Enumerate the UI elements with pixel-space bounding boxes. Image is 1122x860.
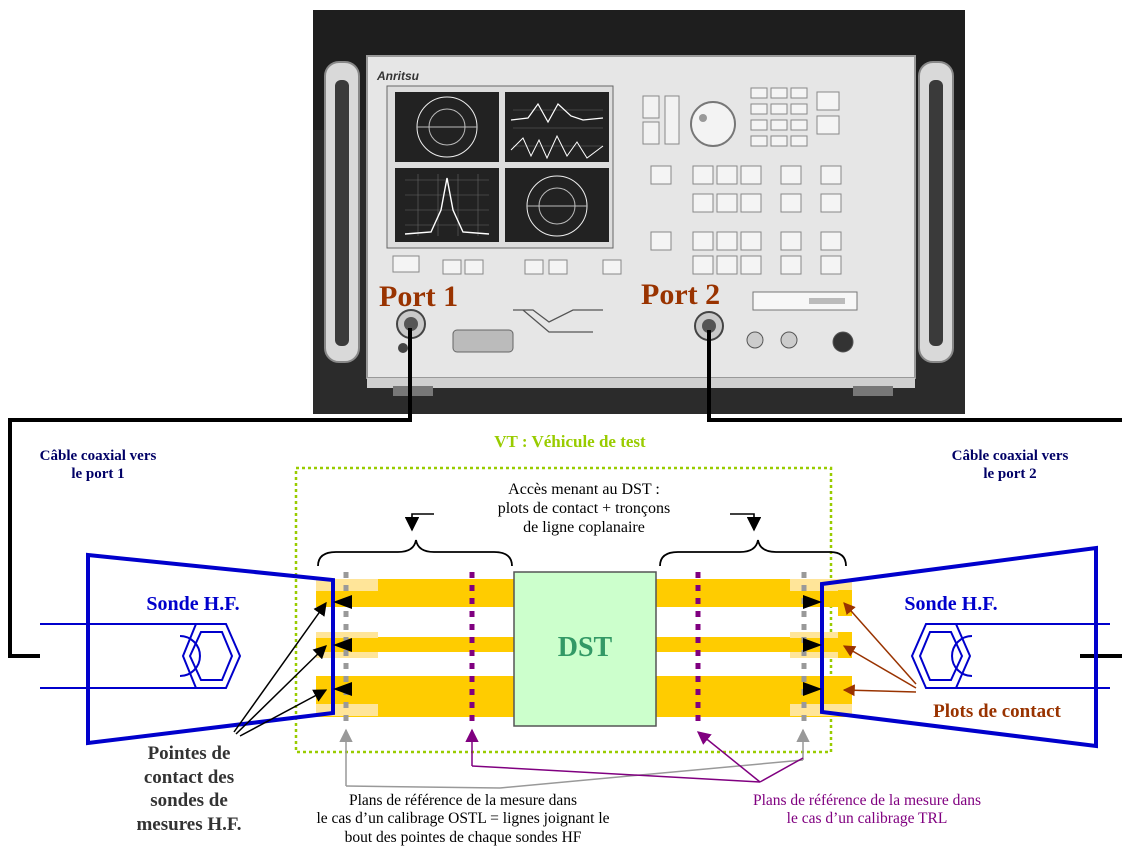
trl-label: Plans de référence de la mesure dans le …	[712, 792, 1022, 829]
tips-line-4: mesures H.F.	[136, 813, 242, 835]
probe-left-body	[86, 552, 335, 746]
port-1-label: Port 1	[379, 280, 458, 313]
ostl-label: Plans de référence de la mesure dans le …	[268, 792, 658, 847]
cable-left-line-2: le port 1	[71, 465, 125, 482]
probe-left-label: Sonde H.F.	[146, 593, 240, 615]
contact-pads-label: Plots de contact	[933, 701, 1061, 722]
coax-cable-left	[8, 328, 412, 658]
access-line-2: plots de contact + tronçons	[497, 499, 671, 517]
pad-pointers	[842, 602, 917, 697]
probe-right-label: Sonde H.F.	[904, 593, 998, 615]
probe-left-connector	[40, 623, 242, 689]
vna-photo: Anritsu Port 1 Port 2	[313, 10, 965, 414]
ostl-line-2: le cas d’un calibrage OSTL = lignes joig…	[316, 810, 610, 828]
access-arrow-right	[730, 513, 762, 532]
access-line-3: de ligne coplanaire	[523, 518, 645, 536]
cable-right-line-1: Câble coaxial vers	[951, 448, 1069, 464]
probe-right-body	[820, 545, 1098, 749]
ostl-pointers	[339, 728, 810, 789]
access-label: Accès menant au DST : plots de contact +…	[464, 481, 704, 538]
dst-label: DST	[558, 632, 613, 663]
tip-pointers	[233, 601, 328, 737]
trl-line-1: Plans de référence de la mesure dans	[752, 792, 982, 809]
probe-tips-left	[333, 595, 352, 696]
vt-boundary	[294, 466, 833, 754]
ostl-line-1: Plans de référence de la mesure dans	[348, 792, 578, 809]
probe-right-connector	[910, 623, 1110, 689]
access-arrow-left	[404, 513, 434, 532]
vt-title: VT : Véhicule de test	[494, 432, 646, 451]
cable-right-label: Câble coaxial vers le port 2	[940, 448, 1080, 483]
probe-tips-label: Pointes de contact des sondes de mesures…	[114, 742, 264, 836]
cable-left-line-1: Câble coaxial vers	[39, 448, 157, 464]
access-brace-left	[317, 539, 513, 567]
dst-box	[513, 571, 657, 727]
ostl-line-3: bout des pointes de chaque sondes HF	[344, 828, 582, 846]
tips-line-2: contact des	[143, 766, 235, 788]
tips-line-1: Pointes de	[147, 743, 231, 764]
access-brace-right	[659, 539, 847, 567]
trl-line-2: le cas d’un calibrage TRL	[786, 810, 948, 828]
brand-logo: Anritsu	[376, 69, 420, 83]
access-line-1: Accès menant au DST :	[508, 481, 660, 498]
cable-right-line-2: le port 2	[983, 465, 1037, 482]
tips-line-3: sondes de	[150, 790, 228, 812]
probe-tips-right	[803, 595, 822, 696]
trl-pointers	[465, 728, 804, 783]
cable-left-label: Câble coaxial vers le port 1	[28, 448, 168, 483]
coax-cable-right	[707, 330, 1122, 422]
port-2-label: Port 2	[641, 278, 720, 311]
